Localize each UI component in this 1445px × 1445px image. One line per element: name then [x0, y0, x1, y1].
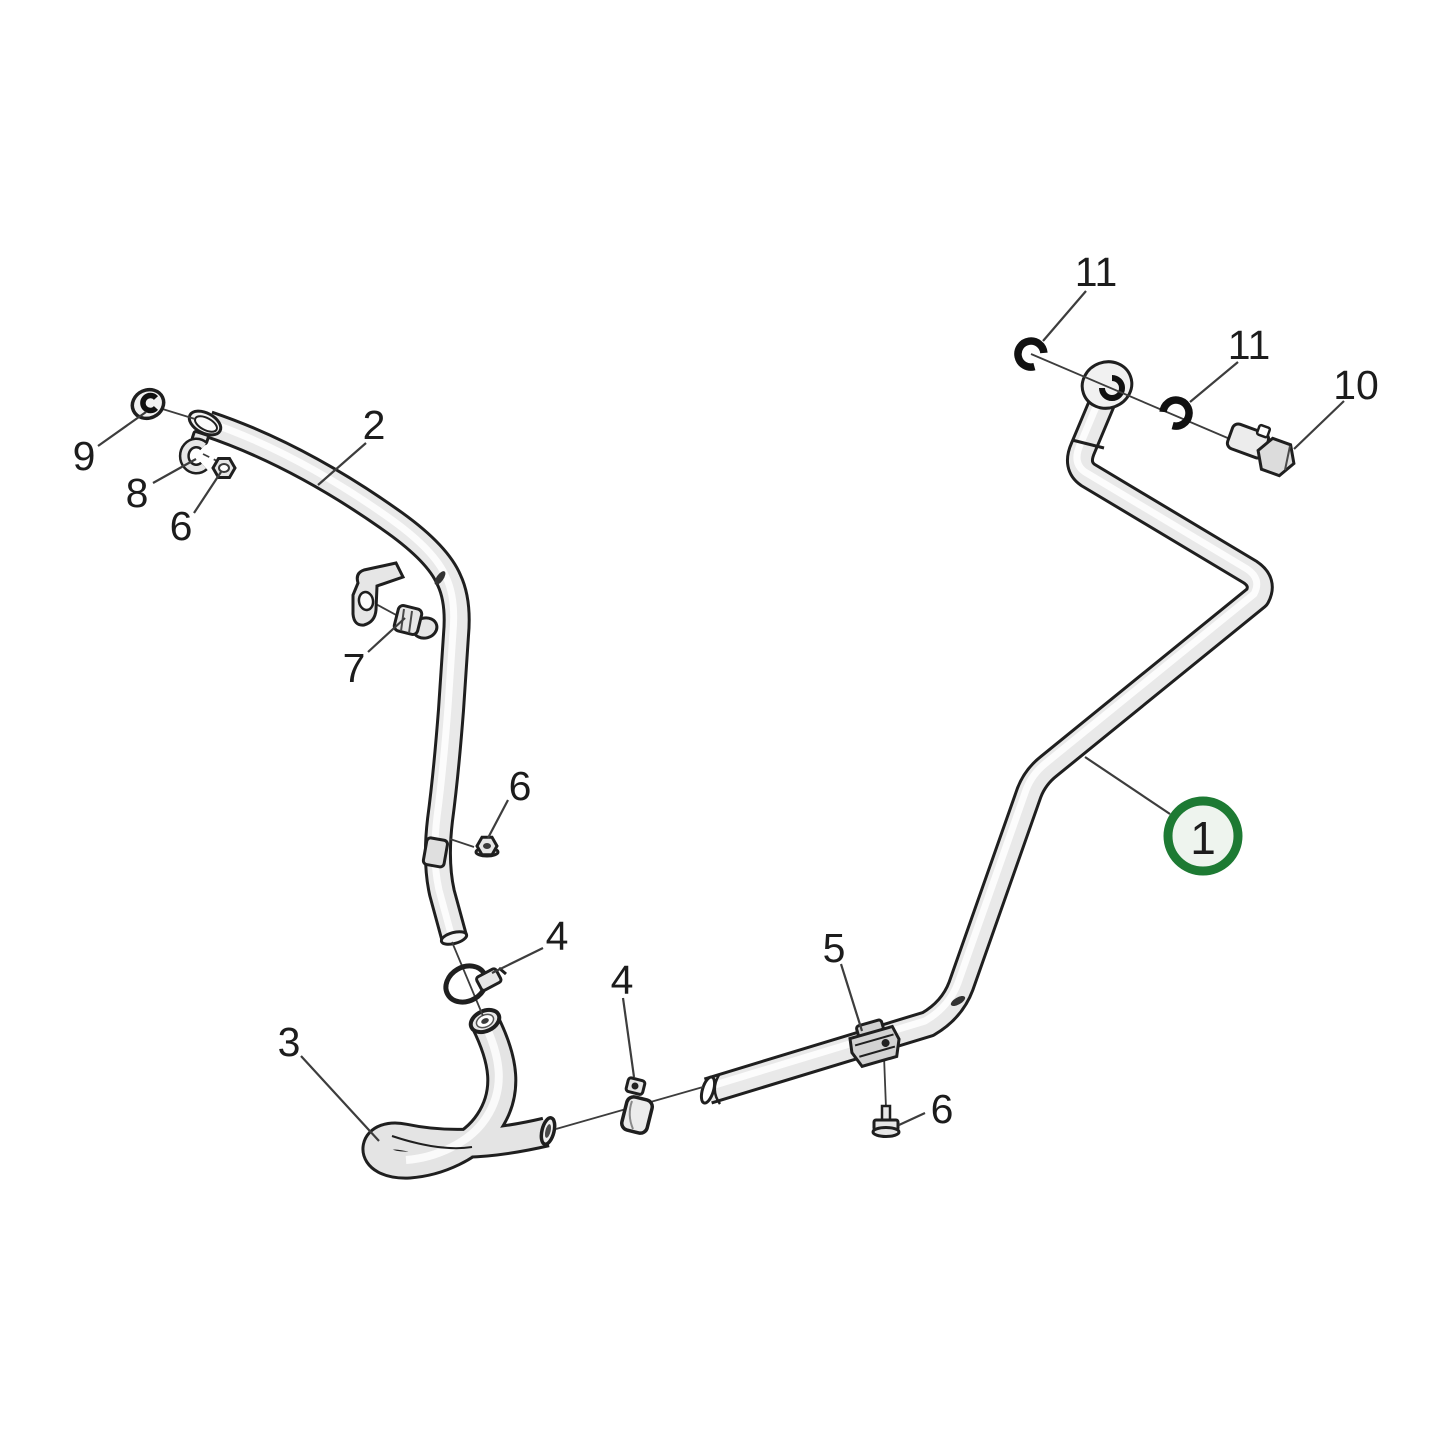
grommet-bore — [140, 392, 159, 414]
highlight-leader-line — [1084, 756, 1171, 815]
hex-bolt-7 — [392, 604, 439, 640]
coolant-pipe-1 — [699, 360, 1274, 1105]
callout-5-leader — [839, 963, 864, 1032]
hose-3-right-bore — [544, 1124, 552, 1138]
callout-label-3: 3 — [278, 1019, 301, 1065]
pipe-1-slot — [950, 995, 966, 1007]
axis-clamp5-bolt — [883, 1055, 887, 1109]
callout-label-5: 5 — [823, 925, 846, 971]
bracket-clip-8 — [178, 430, 210, 475]
callout-label-4: 4 — [546, 913, 569, 959]
callout-label-2: 2 — [363, 402, 386, 448]
callout-3-leader — [300, 1055, 380, 1142]
callout-label-11: 11 — [1075, 249, 1118, 295]
sealing-washer-11a — [1014, 337, 1048, 371]
callout-label-8: 8 — [126, 470, 149, 516]
callout-6-leader — [193, 471, 222, 514]
callout-label-6: 6 — [170, 503, 193, 549]
flange-nut-6a — [211, 457, 237, 479]
clamp-band-curve — [628, 1100, 634, 1130]
callout-label-4: 4 — [611, 957, 634, 1003]
bolt-flange — [871, 1126, 901, 1138]
callout-leader-lines — [97, 290, 1345, 1142]
pipe-clamp-5 — [848, 1018, 901, 1069]
nut-bore — [483, 843, 491, 849]
clamp-bolt-hole — [881, 1038, 890, 1047]
callout-4-leader — [621, 997, 636, 1078]
callout-label-10: 10 — [1333, 362, 1379, 408]
axis-tab-nut — [449, 838, 475, 848]
callout-8-leader — [152, 458, 197, 484]
pipe-1-neck-collar — [1071, 438, 1105, 450]
hose-3-top-hole — [481, 1018, 489, 1024]
pipe-1-break-mark — [713, 1074, 722, 1105]
callout-7-leader — [367, 617, 406, 653]
bracket-hole — [357, 590, 375, 612]
clamp-screw-housing — [475, 967, 503, 992]
nut-bore — [218, 463, 230, 473]
callout-label-11: 11 — [1228, 322, 1271, 368]
pipe-2-lower-end — [439, 930, 469, 946]
callout-11-leader — [1042, 290, 1087, 342]
highlight-number[interactable]: 1 — [1190, 812, 1216, 864]
bolt-shank-tab — [1255, 423, 1272, 439]
bolt-head — [392, 604, 424, 636]
clamp-detail-lines — [854, 1033, 896, 1058]
hose-clamp-4b — [620, 1076, 654, 1135]
pipe-2-end-face — [194, 415, 218, 433]
flange-nut-6b — [474, 835, 500, 858]
callout-10-leader — [1293, 400, 1345, 450]
support-bracket-7 — [351, 561, 406, 627]
coolant-pipe-2 — [187, 409, 471, 946]
callout-6-leader — [898, 1112, 926, 1126]
bolt-head-facet — [1284, 445, 1291, 471]
clip-body — [181, 440, 207, 472]
highlight-ring[interactable] — [1163, 796, 1243, 876]
axis-pipe2-hose3 — [451, 941, 484, 1017]
flange-bolt-6c — [871, 1104, 901, 1138]
pipe-1-open-end — [699, 1075, 717, 1105]
callout-label-6: 6 — [509, 763, 532, 809]
banjo-eyelet-bore — [1099, 375, 1125, 401]
clamp-band — [620, 1095, 654, 1135]
sealing-washer-11b — [1159, 396, 1193, 430]
highlight-callout-1[interactable]: 1 — [1084, 756, 1243, 876]
pipe-2-mount-tab — [421, 836, 449, 869]
callout-label-9: 9 — [73, 433, 96, 479]
callout-6-leader — [487, 799, 509, 839]
axis-bracket-7-bolt — [373, 602, 399, 617]
callout-label-7: 7 — [343, 645, 366, 691]
callout-2-leader — [317, 442, 367, 486]
seal-grommet-9 — [130, 387, 166, 421]
banjo-bolt-10 — [1225, 422, 1296, 478]
callout-label-6: 6 — [931, 1086, 954, 1132]
callout-11-leader — [1189, 361, 1239, 403]
hose-3-inner-seam — [391, 1135, 473, 1150]
callout-9-leader — [97, 411, 147, 447]
pipe-2-slot — [434, 571, 446, 585]
axis-banjo-bolt — [1030, 353, 1238, 443]
callout-4-leader — [491, 947, 544, 974]
clamp-screw-bore — [631, 1082, 639, 1090]
hose-clamp-4a — [443, 963, 507, 1005]
